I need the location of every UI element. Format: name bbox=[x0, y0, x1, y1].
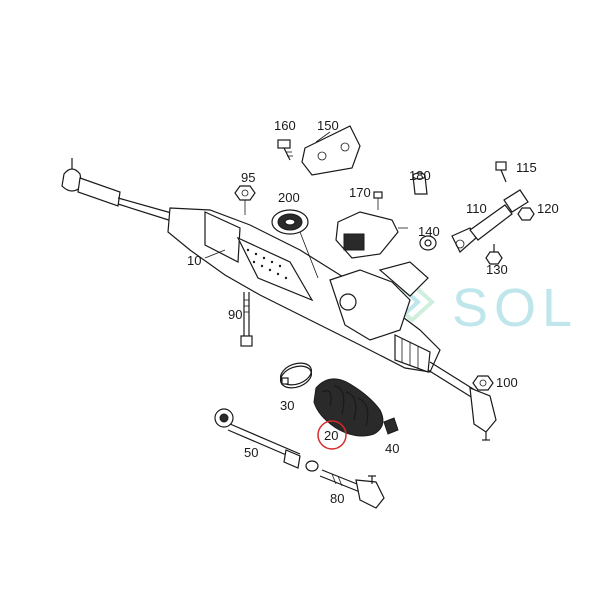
part-label-150: 150 bbox=[317, 118, 339, 133]
bolt-90 bbox=[240, 292, 253, 347]
sensor-unit-170 bbox=[335, 191, 408, 259]
cap-200 bbox=[271, 209, 309, 235]
nut-120 bbox=[517, 207, 535, 221]
part-label-95: 95 bbox=[241, 170, 255, 185]
part-label-160: 160 bbox=[274, 118, 296, 133]
washer-140 bbox=[419, 235, 437, 251]
part-label-200: 200 bbox=[278, 190, 300, 205]
part-label-110: 110 bbox=[466, 201, 487, 216]
part-label-50: 50 bbox=[244, 445, 258, 460]
bolt-130 bbox=[485, 244, 503, 265]
highlight-circle-20 bbox=[317, 420, 347, 450]
sleeve-180 bbox=[412, 172, 428, 195]
part-label-30: 30 bbox=[280, 398, 294, 413]
steering-rack-housing bbox=[61, 158, 497, 441]
part-label-90: 90 bbox=[228, 307, 242, 322]
part-labels: 10 20 30 40 50 80 90 95 100 110 115 120 … bbox=[187, 118, 559, 506]
jam-nut bbox=[305, 460, 319, 472]
nut-95 bbox=[234, 185, 256, 215]
part-label-10: 10 bbox=[187, 253, 201, 268]
part-label-140: 140 bbox=[418, 224, 440, 239]
nut-100 bbox=[472, 375, 494, 391]
part-label-130: 130 bbox=[486, 262, 508, 277]
clamp-40 bbox=[383, 417, 399, 435]
bolt-115 bbox=[495, 161, 507, 183]
watermark-text: SOL bbox=[452, 278, 578, 338]
part-label-20: 20 bbox=[324, 428, 338, 443]
rack-ribbed-section bbox=[236, 236, 314, 302]
bracket-150 bbox=[301, 125, 361, 176]
clamp-30 bbox=[279, 362, 313, 389]
part-label-80: 80 bbox=[330, 491, 344, 506]
inner-tie-rod-50 bbox=[214, 408, 301, 469]
part-label-180: 180 bbox=[409, 168, 431, 183]
part-label-100: 100 bbox=[496, 375, 518, 390]
part-label-120: 120 bbox=[537, 201, 559, 216]
bolt-160 bbox=[277, 139, 293, 161]
part-label-115: 115 bbox=[516, 160, 537, 175]
shaft-110 bbox=[451, 189, 529, 253]
part-label-40: 40 bbox=[385, 441, 399, 456]
part-label-170: 170 bbox=[349, 185, 371, 200]
outer-tie-rod-end-80 bbox=[319, 469, 385, 509]
